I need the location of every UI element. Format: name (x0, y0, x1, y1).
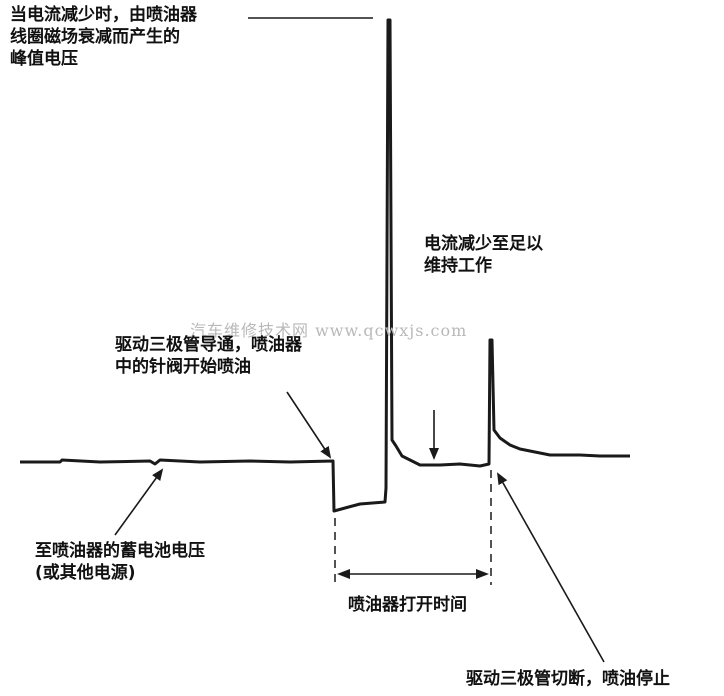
transistor-on-annotation: 驱动三极管导通，喷油器 中的针阀开始喷油 (115, 334, 302, 378)
open-time-annotation: 喷油器打开时间 (348, 595, 467, 615)
voltage-waveform-trace (20, 18, 630, 513)
annotation-line: 驱动三极管导通，喷油器 (115, 335, 302, 355)
battery-voltage-annotation: 至喷油器的蓄电池电压 (或其他电源) (35, 540, 205, 584)
open-time-arrowhead-right (476, 569, 489, 579)
transistor-off-annotation: 驱动三极管切断，喷油停止 (466, 669, 670, 689)
annotation-line: 维持工作 (424, 256, 492, 276)
annotation-line: 至喷油器的蓄电池电压 (35, 541, 205, 561)
annotation-line: (或其他电源) (35, 563, 136, 583)
annotation-line: 峰值电压 (10, 49, 78, 69)
annotation-line: 中的针阀开始喷油 (115, 357, 251, 377)
battery-voltage-arrow (114, 468, 164, 536)
transistor-on-arrow (286, 391, 332, 459)
annotation-line: 当电流减少时，由喷油器 (10, 5, 197, 25)
transistor-off-arrow (497, 472, 605, 663)
watermark-text: 汽车维修技术网 www.qcwxjs.com (190, 321, 468, 340)
annotation-line: 电流减少至足以 (424, 234, 543, 254)
hold-current-annotation: 电流减少至足以 维持工作 (424, 233, 543, 277)
open-time-arrowhead-left (337, 569, 350, 579)
annotation-line: 线圈磁场衰减而产生的 (10, 27, 180, 47)
peak-voltage-annotation: 当电流减少时，由喷油器 线圈磁场衰减而产生的 峰值电压 (10, 4, 197, 70)
